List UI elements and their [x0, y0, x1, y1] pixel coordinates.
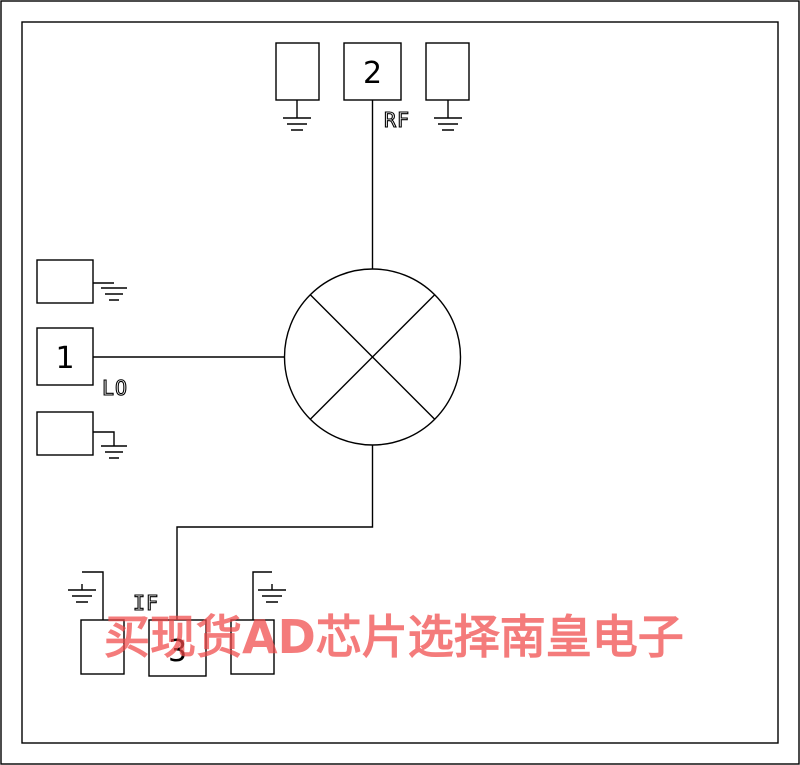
watermark-text: 买现货AD芯片选择南皇电子 — [104, 610, 684, 664]
if-label: IF — [133, 591, 159, 615]
if-ground-pad-left — [68, 571, 125, 675]
rf-label: RF — [384, 108, 410, 132]
if-trace — [176, 445, 374, 620]
rf-ground-pad-left — [275, 42, 320, 131]
lo-ground-pad-top — [36, 259, 127, 304]
mixer-symbol — [283, 268, 462, 446]
lo-pad: 1 — [36, 327, 94, 386]
lo-label: LO — [102, 376, 128, 400]
lo-ground-pad-bottom — [36, 411, 127, 459]
rf-ground-pad-right — [425, 42, 470, 131]
rf-pad: 2 — [343, 42, 402, 101]
if-pin-number: 3 — [168, 634, 187, 669]
if-ground-pad-right — [230, 571, 286, 675]
rf-pin-number: 2 — [363, 56, 382, 91]
if-pad: 3 — [148, 619, 207, 677]
die-outline — [21, 21, 779, 744]
lo-pin-number: 1 — [55, 341, 74, 376]
